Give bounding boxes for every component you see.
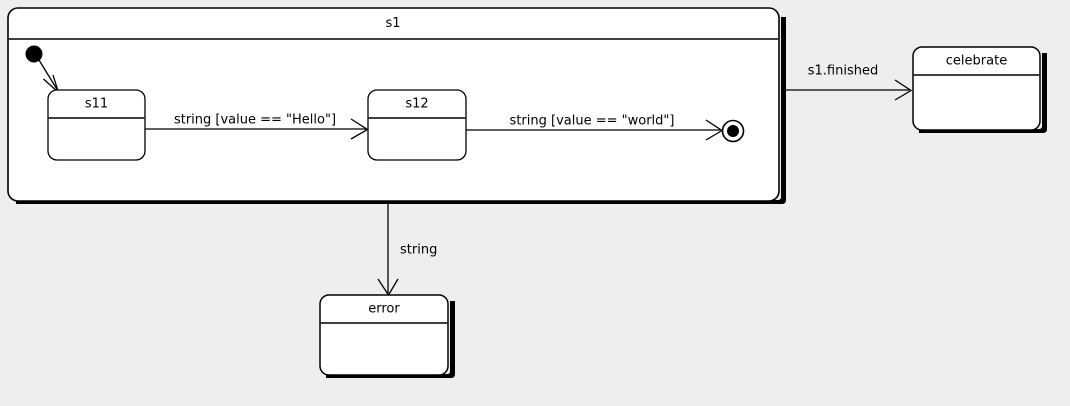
state-error-border [319,294,449,376]
final-state-inner-dot [727,125,739,137]
transition-s1-to-celebrate-label: s1.finished [808,64,878,79]
state-s11-body [48,90,145,160]
transition-initial-to-s11-line [38,59,59,92]
state-s12-border [367,89,467,161]
final-state[interactable] [721,119,745,143]
transition-s12-to-final[interactable]: string [value == "world"] [466,114,724,141]
state-error-label: error [368,302,400,317]
state-s11-border [47,89,146,161]
composite-state-s1-border [7,7,780,202]
initial-state[interactable] [25,45,43,63]
transition-s1-to-error[interactable]: string [377,203,437,297]
state-s12-body [368,90,466,160]
state-s11-label: s11 [85,97,108,112]
initial-state-dot [25,45,43,63]
state-s12[interactable]: s12 [367,89,467,161]
state-s12-label: s12 [405,97,428,112]
transition-s11-to-s12-label: string [value == "Hello"] [174,113,336,128]
state-celebrate-border [912,46,1041,131]
transition-s1-to-celebrate[interactable]: s1.finished [786,64,913,101]
state-s11[interactable]: s11 [47,89,146,161]
state-error-body [320,295,448,375]
state-error[interactable]: error [319,294,455,378]
state-celebrate-body [913,47,1040,130]
state-celebrate[interactable]: celebrate [912,46,1047,133]
transition-s1-to-celebrate-arrowhead [894,79,913,101]
composite-state-s1-label: s1 [385,16,400,31]
transition-s12-to-final-label: string [value == "world"] [510,114,675,129]
transition-s1-to-error-label: string [400,243,437,258]
transition-s11-to-s12[interactable]: string [value == "Hello"] [145,113,369,140]
state-celebrate-label: celebrate [946,54,1007,69]
